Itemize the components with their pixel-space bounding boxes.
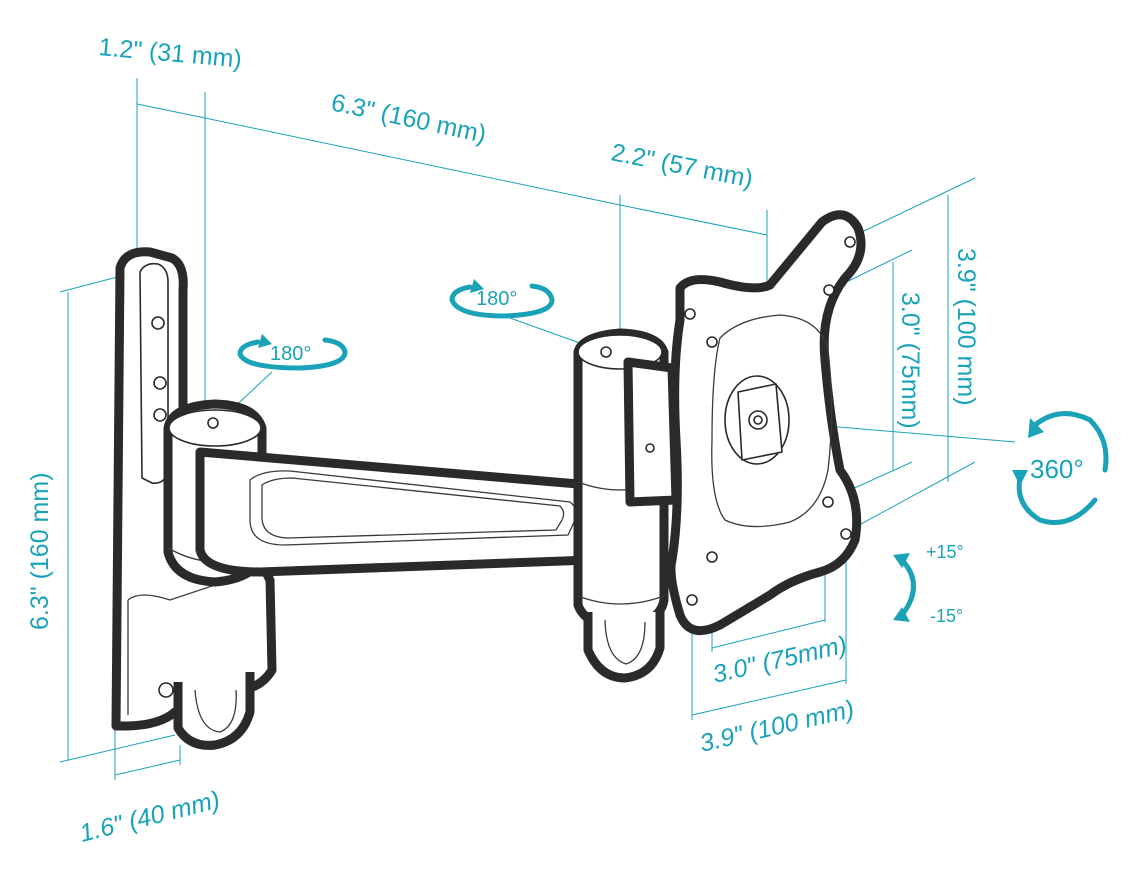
rotation-label-screen: 360° [1030,454,1084,484]
vesa-hole [686,594,698,606]
rotate-arrow-icon [449,283,555,319]
vesa-hole [822,496,834,508]
arrowhead-icon [893,553,910,568]
rotation-screen: 360° [1012,411,1109,525]
arrowhead-icon [893,607,910,622]
dim-plate-height: 6.3" (160 mm) [26,472,54,630]
dim-vesa-100-vertical: 3.9" (100 mm) [952,248,980,406]
arrowhead-icon [470,279,484,293]
pivot-marker [207,417,219,429]
vesa-hole [684,308,696,320]
tilt-up-label: +15° [926,542,964,562]
rotate-arrow-icon [1016,475,1098,525]
dim-wall-offset: 1.2" (31 mm) [97,33,243,73]
dim-head-offset: 2.2" (57 mm) [609,138,755,193]
wall-plate-hole [153,376,167,390]
dim-vesa-75-vertical: 3.0" (75mm) [896,292,924,429]
dimension-guides [59,78,1016,780]
vesa-hole [844,236,856,248]
wall-plate-hole [158,682,174,698]
rotation-arm-joint: 180° [449,279,555,319]
vesa-hole [840,528,852,540]
rotate-arrow-icon [237,337,348,371]
vesa-hole [706,336,718,348]
center-screw-core [753,415,763,425]
head-joint [573,328,681,683]
dim-plate-width: 1.6" (40 mm) [77,786,223,848]
vesa-hole [706,551,718,563]
vesa-hole [823,284,835,296]
tilt-down-label: -15° [930,606,963,626]
dim-vesa-100-horizontal: 3.9" (100 mm) [697,695,857,758]
vesa-plate [666,210,866,636]
rotation-label-wall: 180° [270,343,311,365]
dim-vesa-75-horizontal: 3.0" (75mm) [710,631,849,689]
wall-plate-hole [153,408,167,422]
arrowhead-icon [1012,470,1028,486]
wall-plate-hole [151,316,165,330]
tilt-indicator: +15° -15° [893,542,964,626]
dim-arm-length: 6.3" (160 mm) [329,88,489,148]
rotate-arrow-icon [1032,411,1109,473]
extension-arm [195,447,595,577]
rotation-label-arm: 180° [476,288,517,310]
tilt-screw [645,443,655,453]
pivot-marker [600,346,612,358]
rotation-wall-joint: 180° [237,334,348,371]
arrowhead-icon [258,334,272,348]
tilt-arrow-icon [899,557,916,618]
arrowhead-icon [1028,418,1044,438]
